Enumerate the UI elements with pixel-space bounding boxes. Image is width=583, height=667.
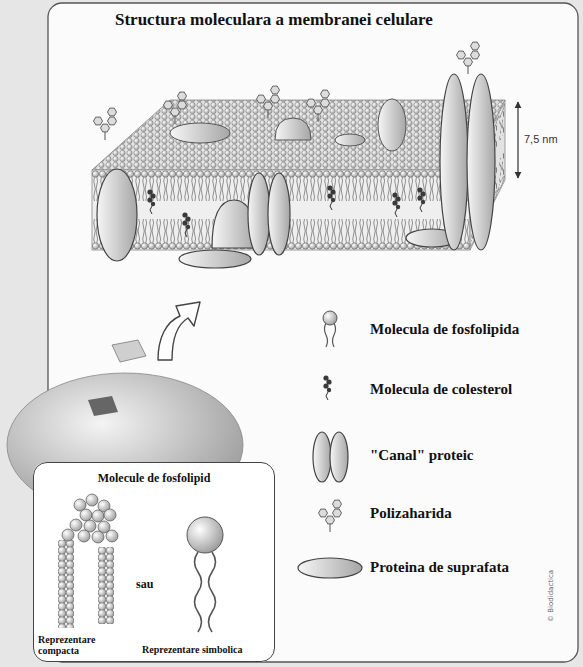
atom <box>78 530 90 542</box>
polysaccharide <box>94 108 117 140</box>
legend-lipid-head <box>323 311 337 325</box>
legend-surface-protein <box>298 558 362 578</box>
legend-channel <box>330 432 348 482</box>
cholesterol <box>417 187 425 212</box>
polysaccharide <box>307 90 330 122</box>
atom <box>80 509 92 521</box>
atom <box>62 529 74 541</box>
legend-text: Polizaharida <box>370 505 452 522</box>
legend-text: Molecula de colesterol <box>370 381 512 398</box>
legend-cholesterol <box>323 375 331 400</box>
inset-box: Molecule de fosfolipid <box>33 462 275 662</box>
compact-tail <box>58 540 74 628</box>
atom <box>86 494 98 506</box>
membrane-piece <box>112 340 146 362</box>
cholesterol <box>147 189 155 214</box>
legend-channel <box>313 432 331 482</box>
channel-protein <box>248 173 270 255</box>
surface-protein <box>179 250 251 268</box>
watermark: © Biodidactica <box>548 570 556 622</box>
surface-protein <box>170 123 230 143</box>
polysaccharide <box>257 86 280 118</box>
cholesterol <box>392 192 400 217</box>
channel-protein <box>467 74 495 250</box>
atom <box>104 509 116 521</box>
compact-tail <box>98 547 114 624</box>
inset-heading: Molecule de fosfolipid <box>34 463 274 486</box>
cholesterol <box>182 212 190 237</box>
connector-word: sau <box>136 578 153 591</box>
caption-label: Reprezentare simbolica <box>142 644 242 655</box>
caption-label: Reprezentare compacta <box>38 634 134 656</box>
symbolic-tails <box>195 552 216 632</box>
diagram-title: Structura moleculara a membranei celular… <box>115 10 433 30</box>
symbolic-head <box>187 517 223 553</box>
polysaccharide <box>164 92 187 124</box>
dimension-label: 7,5 nm <box>524 133 558 145</box>
integral-protein <box>378 99 406 151</box>
legend-text: Proteina de suprafata <box>370 559 509 576</box>
legend-polysaccharide <box>319 500 342 532</box>
polysaccharide <box>457 42 480 74</box>
channel-protein <box>440 74 468 250</box>
atom <box>92 531 104 543</box>
integral-protein <box>97 169 137 261</box>
dimension-arrow <box>517 102 518 178</box>
membrane-patch <box>88 396 118 416</box>
legend-text: Molecula de fosfolipida <box>370 321 519 338</box>
legend-lipid-tails <box>325 323 336 347</box>
channel-protein <box>268 173 290 255</box>
legend-text: "Canal" proteic <box>370 447 473 464</box>
inset-ground <box>33 462 275 662</box>
compact-head <box>62 494 118 543</box>
atom <box>70 519 82 531</box>
surface-protein <box>335 134 365 146</box>
atom <box>92 510 104 522</box>
cholesterol <box>327 185 335 210</box>
zoom-arrow <box>158 302 200 360</box>
atom <box>106 530 118 542</box>
protein-dome <box>275 118 311 140</box>
